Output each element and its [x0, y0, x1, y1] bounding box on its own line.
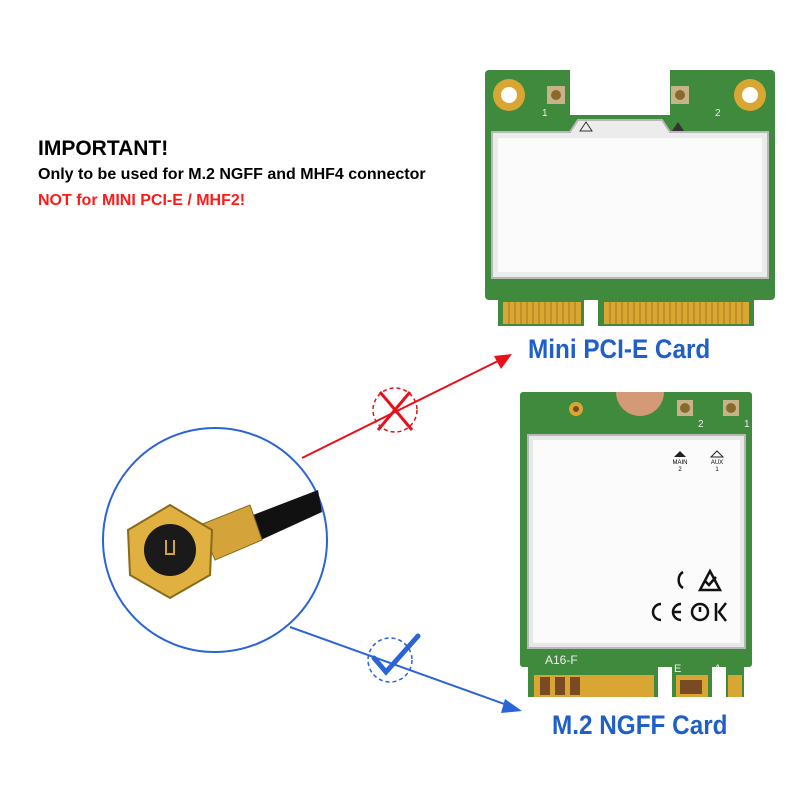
port-label-2: 2 — [698, 419, 704, 430]
incompatible-arrow-icon — [301, 354, 512, 459]
notice-compatibility: Only to be used for M.2 NGFF and MHF4 co… — [38, 166, 426, 183]
check-icon — [367, 633, 421, 683]
mini-pcie-card-label: Mini PCI-E Card — [528, 334, 711, 364]
port-label-1: 1 — [744, 419, 750, 430]
main-number: 2 — [678, 467, 682, 473]
cross-icon — [372, 387, 418, 433]
main-label: MAIN — [673, 460, 688, 466]
aux-label: AUX — [711, 460, 723, 466]
port-label-1: 1 — [542, 108, 548, 119]
mini-pcie-card: 1 2 — [485, 70, 775, 326]
model-label: A16-F — [545, 653, 578, 667]
aux-number: 1 — [715, 467, 719, 473]
m2-ngff-card-label: M.2 NGFF Card — [552, 710, 728, 740]
key-e-label: E — [674, 663, 681, 675]
key-a-label: A — [714, 663, 722, 675]
port-label-2: 2 — [715, 108, 721, 119]
notice-warning: NOT for MINI PCI-E / MHF2! — [38, 192, 246, 209]
certification-marks-icon — [651, 568, 727, 622]
notice-heading: IMPORTANT! — [38, 137, 169, 160]
mhf4-connector-closeup — [102, 427, 328, 653]
compatible-arrow-icon — [289, 626, 522, 713]
m2-ngff-card: 2 1 MAIN 2 AUX 1 A16-F E A — [520, 392, 752, 697]
